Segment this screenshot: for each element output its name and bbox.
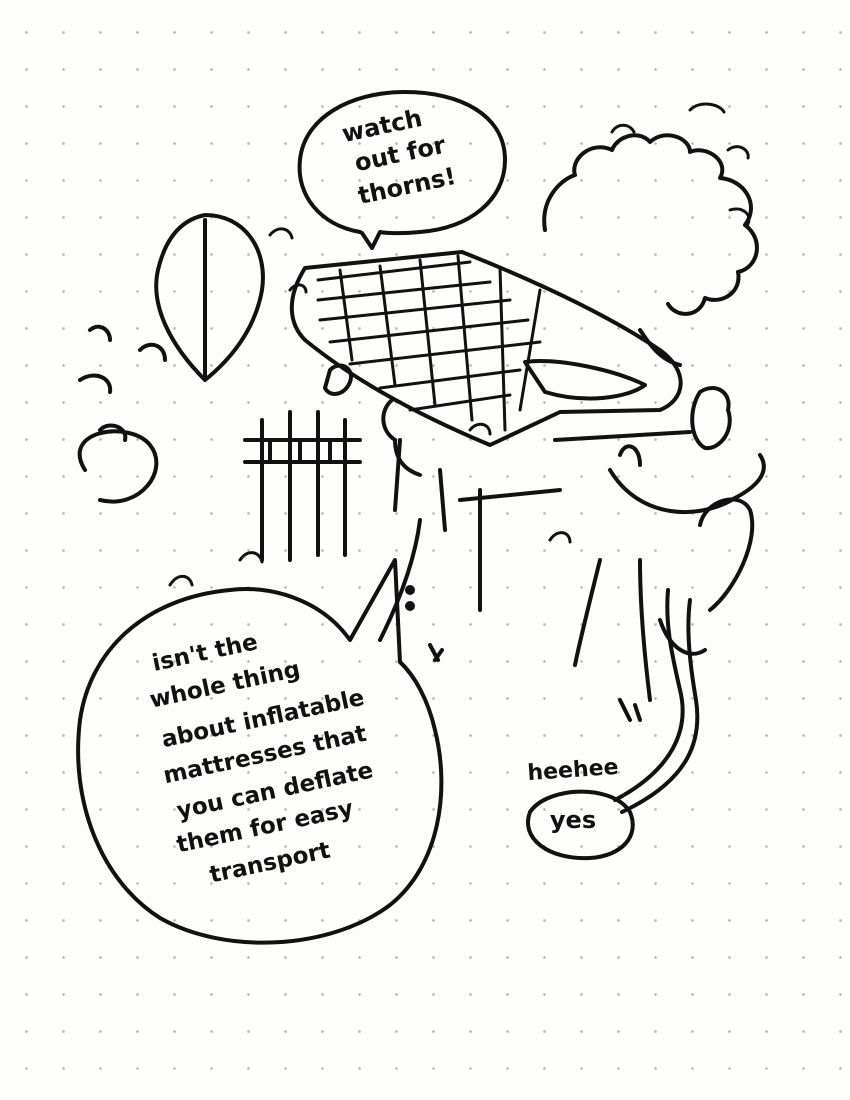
grass-tufts: [168, 227, 572, 587]
bush: [77, 324, 167, 504]
gate: [243, 410, 362, 562]
yes-text: yes: [549, 806, 597, 834]
person-right: [573, 386, 766, 722]
person-left: [323, 363, 482, 662]
bottom-right-speech-bubble: [526, 789, 635, 861]
top-speech-bubble: [297, 90, 507, 250]
large-leaf: [154, 213, 265, 382]
bottom-left-speech-bubble: [76, 558, 444, 945]
inflatable-mattress: [289, 250, 692, 502]
bottom-right-bubble-tail: [613, 588, 700, 814]
tree-foliage: [542, 133, 759, 367]
